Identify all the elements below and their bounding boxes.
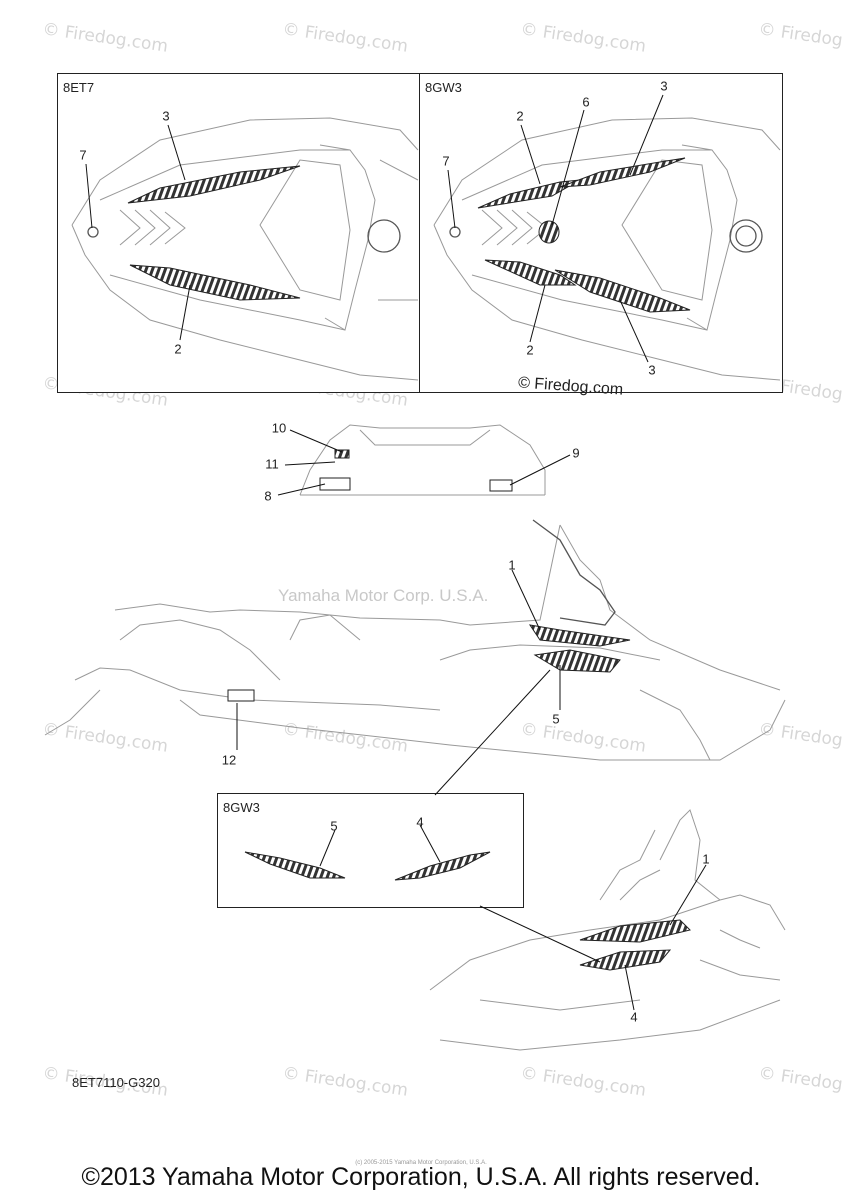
callout-3: 3 bbox=[660, 78, 668, 94]
callout-12: 12 bbox=[221, 752, 237, 768]
callout-11: 11 bbox=[265, 456, 279, 472]
callout-1: 1 bbox=[508, 557, 516, 573]
callout-1: 1 bbox=[702, 851, 710, 867]
callout-2: 2 bbox=[526, 342, 534, 358]
mid-watermark: Yamaha Motor Corp. U.S.A. bbox=[278, 586, 489, 605]
callout-6: 6 bbox=[582, 94, 590, 110]
callout-9: 9 bbox=[572, 445, 580, 461]
callout-8: 8 bbox=[264, 488, 272, 504]
callout-3: 3 bbox=[648, 362, 656, 378]
part-code: 8ET7110-G320 bbox=[72, 1075, 160, 1090]
callout-3: 3 bbox=[162, 108, 170, 124]
inset-label-8gw3: 8GW3 bbox=[223, 800, 260, 815]
callout-2: 2 bbox=[516, 108, 524, 124]
panel-8gw3 bbox=[419, 73, 783, 393]
callout-7: 7 bbox=[79, 147, 87, 163]
panel-label-8gw3: 8GW3 bbox=[425, 80, 462, 95]
panel-label-8et7: 8ET7 bbox=[63, 80, 95, 95]
copyright-footer: ©2013 Yamaha Motor Corporation, U.S.A. A… bbox=[81, 1163, 761, 1191]
footer-small-print: (c) 2005-2015 Yamaha Motor Corporation, … bbox=[355, 1160, 487, 1166]
inset-panel-8gw3 bbox=[217, 793, 524, 908]
callout-5: 5 bbox=[330, 818, 338, 834]
callout-5: 5 bbox=[552, 711, 560, 727]
callout-10: 10 bbox=[271, 420, 287, 436]
callout-2: 2 bbox=[174, 341, 182, 357]
callout-4: 4 bbox=[416, 814, 424, 830]
callout-7: 7 bbox=[442, 153, 450, 169]
callout-4: 4 bbox=[630, 1009, 638, 1025]
panel-8et7 bbox=[57, 73, 421, 393]
